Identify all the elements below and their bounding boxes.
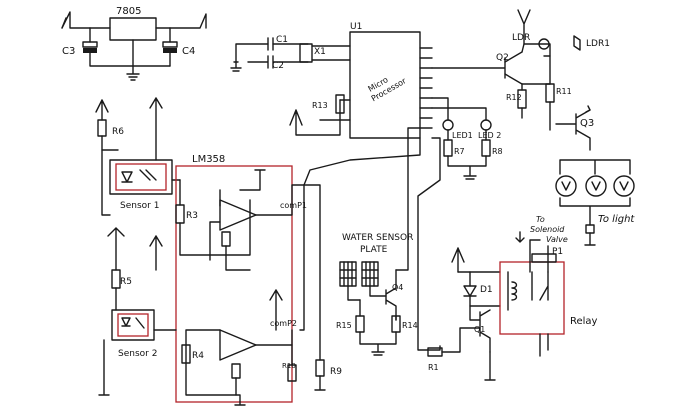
resistor-r9 (315, 359, 325, 377)
lamp-driver (555, 105, 635, 246)
label-r12: R12 (506, 93, 522, 102)
crystal-oscillator (230, 37, 351, 72)
label-comp2: comP2 (270, 319, 297, 328)
comparator-1 (175, 169, 305, 271)
resistor-r13 (335, 94, 345, 114)
label-r13: R13 (312, 101, 328, 110)
sensor1-box (109, 159, 173, 195)
label-plate: PLATE (360, 245, 388, 255)
label-q1: Q1 (474, 325, 485, 334)
pot-2 (231, 363, 241, 379)
label-r15: R15 (336, 321, 352, 330)
label-comp1: comP1 (280, 201, 307, 210)
label-sensor2: Sensor 2 (118, 349, 157, 359)
comparator-2 (181, 289, 293, 406)
label-relay: Relay (570, 316, 598, 327)
sensor2-box (111, 309, 155, 341)
label-solenoid: Solenoid (530, 225, 565, 234)
label-ldr: LDR (512, 33, 530, 43)
resistor-r6 (97, 119, 107, 137)
label-led1: LED1 (452, 131, 473, 140)
label-r9: R9 (330, 367, 342, 377)
resistor-r5 (111, 269, 121, 289)
label-r11: R11 (556, 87, 572, 96)
label-r3: R3 (186, 211, 198, 221)
terminal-light (585, 224, 595, 234)
label-r14: R14 (402, 321, 418, 330)
label-c2: C2 (272, 61, 284, 71)
led1 (442, 119, 454, 131)
capacitor-c3 (82, 41, 98, 48)
opamp-2 (219, 329, 257, 361)
power-supply (61, 11, 207, 81)
label-q3: Q3 (580, 118, 594, 129)
led-section (431, 97, 492, 180)
label-r7: R7 (454, 147, 465, 156)
lm358-box (175, 165, 293, 403)
regulator-7805 (109, 17, 157, 41)
label-r10: R10 (282, 362, 296, 370)
resistor-r7 (443, 139, 453, 157)
label-lm358: LM358 (192, 154, 225, 165)
label-c1: C1 (276, 35, 288, 45)
label-x1: X1 (314, 47, 326, 57)
resistor-r8 (481, 139, 491, 157)
sensor2-section (98, 227, 177, 396)
water-sensor-section (339, 261, 401, 356)
opamp-1 (219, 199, 257, 231)
label-7805: 7805 (116, 6, 141, 17)
lamp-2 (585, 175, 607, 197)
capacitor-c4 (162, 41, 178, 48)
microcontroller-u1 (319, 31, 433, 139)
label-c4: C4 (182, 46, 195, 57)
label-r4: R4 (192, 351, 204, 361)
label-to-light: To light (598, 214, 635, 225)
connector-p1 (531, 253, 557, 263)
lamp-1 (555, 175, 577, 197)
crystal-x1 (299, 43, 313, 63)
label-c3: C3 (62, 46, 75, 57)
label-sensor1: Sensor 1 (120, 201, 159, 211)
label-water-sensor: WATER SENSOR (342, 233, 413, 243)
label-p1: P1 (552, 247, 563, 257)
sensor1-section (95, 97, 181, 216)
resistor-r15 (355, 315, 365, 333)
led2 (480, 119, 492, 131)
pot-1 (221, 231, 231, 247)
resistor-r10 (287, 364, 297, 382)
resistor-r3 (175, 204, 185, 224)
resistor-r4 (181, 344, 191, 364)
lamp-3 (613, 175, 635, 197)
label-r1: R1 (428, 363, 439, 372)
label-ldr1: LDR1 (586, 39, 610, 49)
label-r5: R5 (120, 277, 132, 287)
label-r8: R8 (492, 147, 503, 156)
label-d1: D1 (480, 285, 493, 295)
ldr-symbol (538, 38, 550, 50)
ldr1-icon (573, 35, 581, 51)
label-u1: U1 (350, 22, 362, 32)
relay-section (427, 231, 565, 381)
label-q2: Q2 (496, 53, 509, 63)
label-to: To (536, 215, 545, 224)
resistor-r11 (545, 83, 555, 103)
diode-d1 (463, 285, 477, 297)
label-valve: Valve (546, 235, 568, 244)
label-q4: Q4 (392, 283, 403, 292)
label-led2: LED 2 (478, 131, 501, 140)
ldr-section (431, 9, 581, 131)
label-r6: R6 (112, 127, 124, 137)
